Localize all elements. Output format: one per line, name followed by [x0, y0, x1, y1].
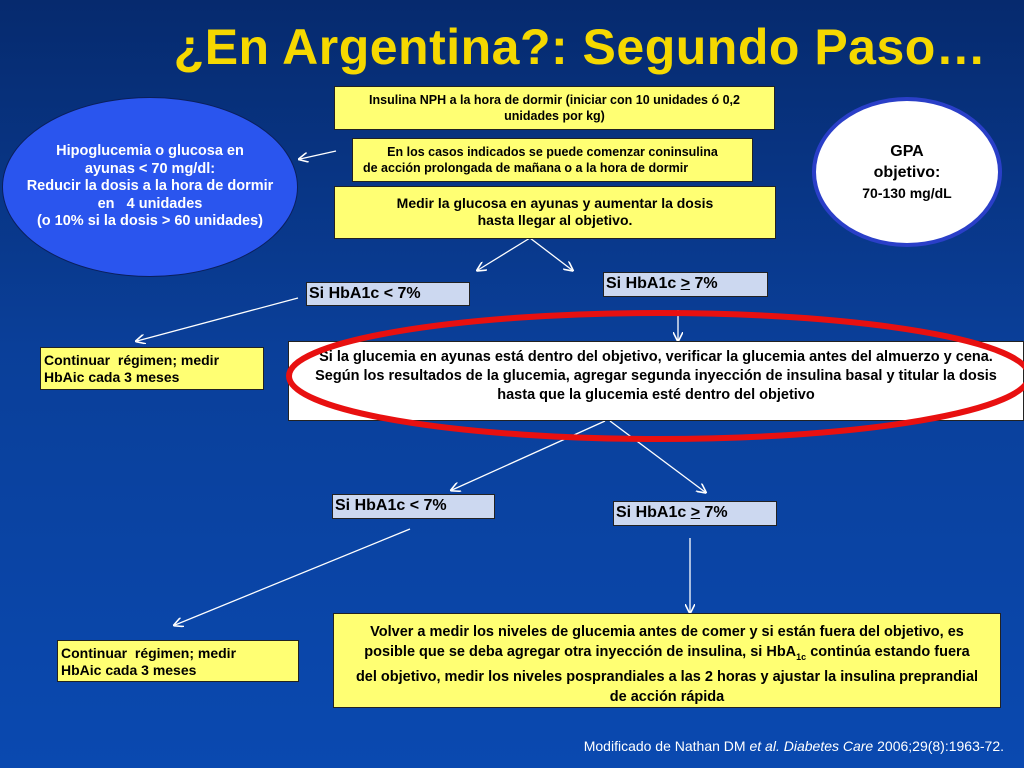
continue-line-1: Continuar régimen; medir [44, 352, 220, 368]
hba1c-ge-value: 7% [700, 504, 728, 521]
hba1c-ge-label-1: Si HbA1c > 7% [603, 272, 768, 297]
hba1c-ge-symbol: > [690, 504, 701, 521]
citation-prefix: Modificado de Nathan DM [583, 738, 750, 754]
continue-line-2: HbAic cada 3 meses [44, 369, 180, 385]
measure-line-1: Medir la glucosa en ayunas y aumentar la… [396, 195, 714, 211]
citation-footnote: Modificado de Nathan DM et al. Diabetes … [584, 738, 1004, 754]
morning-insulin-box: En los casos indicados se puede comenzar… [352, 138, 753, 182]
arrow-second-left [452, 420, 606, 490]
hypo-line-2: ayunas < 70 mg/dl: [84, 160, 216, 177]
hypo-line-4: en 4 unidades [97, 195, 203, 212]
nph-text: Insulina NPH a la hora de dormir (inicia… [369, 93, 740, 123]
arrow-second-right [609, 420, 705, 492]
hba1c-lt-label-1: Si HbA1c < 7% [306, 282, 470, 306]
continue-regimen-box-2: Continuar régimen; medir HbAic cada 3 me… [57, 640, 299, 682]
final-text-subscript: 1c [796, 651, 807, 662]
hba1c-lt-value: < 7% [383, 285, 421, 302]
arrow-measure-right [529, 237, 572, 270]
nph-box: Insulina NPH a la hora de dormir (inicia… [334, 86, 775, 130]
hba1c-prefix: Si HbA1c [335, 497, 406, 514]
citation-journal: Diabetes Care [779, 738, 874, 754]
arrow-to-hypoglycemia [300, 150, 337, 159]
final-step-box: Volver a medir los niveles de glucemia a… [333, 613, 1001, 708]
continue-line-2: HbAic cada 3 meses [61, 662, 197, 678]
second-injection-text: Si la glucemia en ayunas está dentro del… [315, 349, 997, 403]
hba1c-ge-symbol: > [680, 275, 691, 292]
slide-title: ¿En Argentina?: Segundo Paso… [173, 19, 987, 75]
hba1c-ge-value: 7% [690, 275, 718, 292]
hba1c-lt-label-2: Si HbA1c < 7% [332, 494, 495, 519]
morning-line-1: En los casos indicados se puede comenzar… [387, 145, 718, 159]
gpa-line-1: GPA [890, 142, 924, 160]
citation-ref: 2006;29(8):1963-72. [873, 738, 1004, 754]
morning-line-2: de acción prolongada de mañana o a la ho… [363, 161, 689, 175]
second-injection-box: Si la glucemia en ayunas está dentro del… [288, 341, 1024, 421]
continue-line-1: Continuar régimen; medir [61, 645, 237, 661]
gpa-range: 70-130 mg/dL [862, 184, 952, 201]
measure-line-2: hasta llegar al objetivo. [477, 212, 633, 228]
hba1c-prefix: Si HbA1c [309, 285, 380, 302]
arrow-measure-left [478, 237, 531, 270]
hba1c-prefix: Si HbA1c [606, 275, 677, 292]
hba1c-ge-label-2: Si HbA1c > 7% [613, 501, 777, 526]
arrow-to-continue-1 [137, 297, 299, 341]
measure-glucose-box: Medir la glucosa en ayunas y aumentar la… [334, 186, 776, 239]
hypoglycemia-ellipse: Hipoglucemia o glucosa en ayunas < 70 mg… [2, 97, 298, 277]
final-text-part-2: continúa estando fuera del objetivo, med… [355, 644, 979, 705]
arrow-to-continue-2 [175, 528, 411, 625]
final-text-part-1: Volver a medir los niveles de glucemia a… [364, 624, 964, 660]
continue-regimen-box-1: Continuar régimen; medir HbAic cada 3 me… [40, 347, 264, 390]
hba1c-prefix: Si HbA1c [616, 504, 687, 521]
hypo-line-1: Hipoglucemia o glucosa en [56, 143, 244, 160]
gpa-line-2: objetivo: [873, 163, 941, 181]
hypo-line-5: (o 10% si la dosis > 60 unidades) [36, 213, 264, 230]
hypo-line-3: Reducir la dosis a la hora de dormir [26, 178, 274, 195]
gpa-target-ellipse: GPA objetivo: 70-130 mg/dL [812, 97, 1002, 247]
hba1c-lt-value: < 7% [409, 497, 447, 514]
citation-etal: et al. [749, 738, 780, 754]
